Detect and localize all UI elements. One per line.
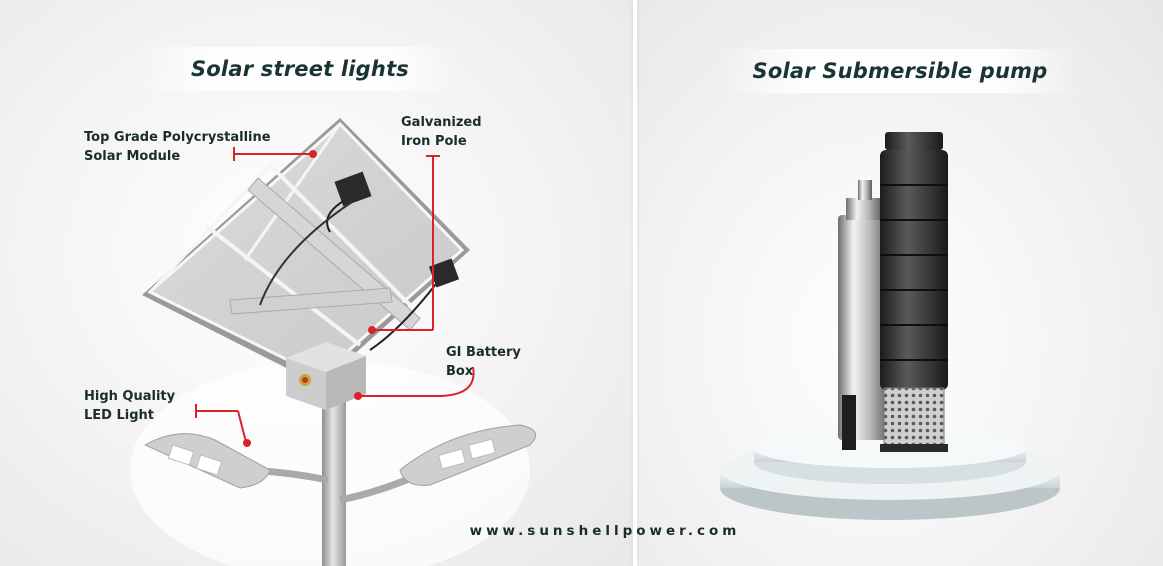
- left-section-title: Solar street lights: [190, 57, 410, 81]
- led-light-left: [143, 433, 271, 489]
- callout-solar-module: Top Grade Polycrystalline Solar Module: [84, 128, 271, 166]
- right-section-title: Solar Submersible pump: [752, 59, 1048, 83]
- led-light-right: [399, 424, 537, 486]
- callout-iron-pole: Galvanized Iron Pole: [401, 113, 482, 151]
- right-title-band: Solar Submersible pump: [720, 49, 1080, 93]
- callout-battery-box-line1: GI Battery: [446, 345, 521, 360]
- callout-battery-box: GI Battery Box: [446, 343, 521, 381]
- callout-iron-pole-line2: Iron Pole: [401, 134, 467, 149]
- callout-led-light-line2: LED Light: [84, 408, 154, 423]
- callout-led-light: High Quality LED Light: [84, 387, 175, 425]
- website-url: www.sunshellpower.com: [469, 523, 741, 539]
- submersible-pump-icon: [720, 132, 1060, 520]
- callout-battery-box-line2: Box: [446, 364, 474, 379]
- street-light-icon: [142, 118, 537, 566]
- panel-divider: [633, 0, 637, 566]
- callout-iron-pole-line1: Galvanized: [401, 115, 482, 130]
- callout-lines: [195, 147, 475, 447]
- solar-panel-icon: [142, 118, 470, 385]
- callout-solar-module-line1: Top Grade Polycrystalline: [84, 130, 271, 145]
- callout-led-light-line1: High Quality: [84, 389, 176, 404]
- left-title-band: Solar street lights: [140, 47, 460, 91]
- callout-solar-module-line2: Solar Module: [84, 149, 181, 164]
